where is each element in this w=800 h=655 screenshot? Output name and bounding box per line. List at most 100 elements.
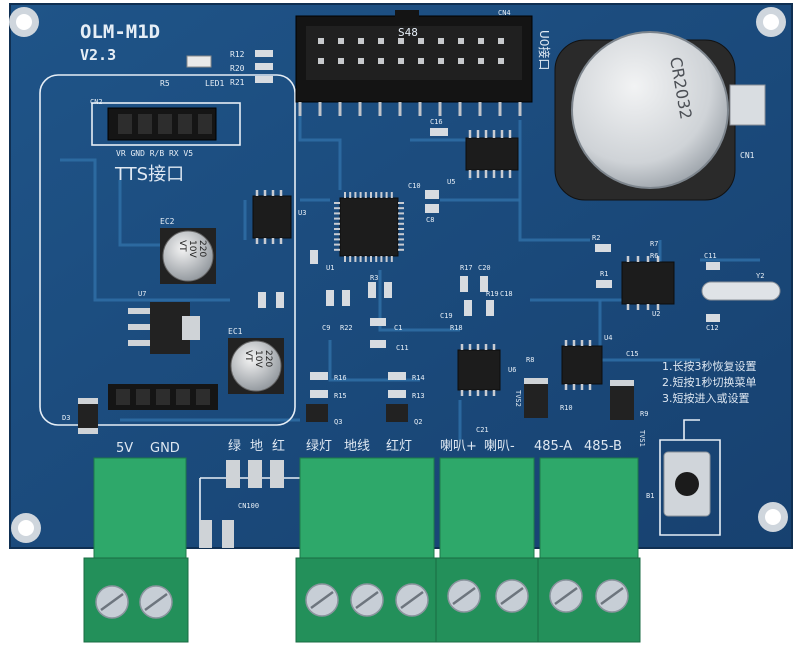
mcu-pin — [334, 243, 340, 246]
label-r14: R14 — [412, 374, 425, 382]
mcu-pin — [359, 192, 362, 198]
header-pin — [338, 38, 344, 44]
tvs-diodes — [524, 378, 634, 420]
label-r17: R17 — [460, 264, 473, 272]
tts-pins: VR GND R/B RX V5 — [116, 149, 193, 158]
label-cn100-green: 绿 — [228, 439, 241, 454]
label-r16: R16 — [334, 374, 347, 382]
label-c9: C9 — [322, 324, 330, 332]
mcu-pin — [364, 192, 367, 198]
mcu-pin — [398, 212, 404, 215]
label-r8: R8 — [526, 356, 534, 364]
mcu-pin — [398, 222, 404, 225]
mcu-pin — [390, 256, 393, 262]
header-pin — [378, 38, 384, 44]
label-red-light: 红灯 — [386, 438, 412, 454]
label-q3: Q3 — [334, 418, 342, 426]
chip-u3 — [252, 190, 292, 244]
regulator-u7 — [128, 302, 200, 354]
terminal-power[interactable] — [83, 457, 189, 643]
header-pin — [418, 38, 424, 44]
label-b1: B1 — [646, 492, 654, 500]
header-pin — [498, 38, 504, 44]
header-pin — [318, 38, 324, 44]
header-pin — [478, 38, 484, 44]
label-r18: R18 — [450, 324, 463, 332]
label-y2: Y2 — [756, 272, 764, 280]
label-cn100-red: 红 — [272, 438, 285, 454]
transistor-section — [306, 372, 408, 422]
mcu-pin — [334, 238, 340, 241]
silkscreen-outlines — [39, 74, 721, 548]
label-cn2: CN2 — [90, 98, 103, 106]
header-pin — [318, 58, 324, 64]
header-pin — [438, 58, 444, 64]
label-speaker-minus: 喇叭- — [484, 439, 515, 454]
label-r20: R20 — [230, 64, 245, 73]
label-ground-wire: 地线 — [344, 439, 370, 454]
label-r2: R2 — [592, 234, 600, 242]
label-gnd: GND — [150, 441, 180, 456]
label-c20: C20 — [478, 264, 491, 272]
header-pin — [458, 38, 464, 44]
board-version: V2.3 — [80, 46, 116, 64]
mcu-pin — [334, 233, 340, 236]
mcu-pin — [398, 243, 404, 246]
terminal-lights[interactable] — [295, 457, 439, 643]
mcu-pin — [398, 202, 404, 204]
label-u2: U2 — [652, 310, 660, 318]
label-r6: R6 — [650, 252, 658, 260]
mcu-pin — [398, 248, 404, 251]
label-485b: 485-B — [584, 439, 622, 454]
mcu-pin — [364, 256, 367, 262]
chip-u6 — [457, 344, 501, 396]
resistor-array-r12-r21 — [255, 50, 273, 83]
cn100-header — [200, 460, 284, 548]
label-green-light: 绿灯 — [306, 439, 332, 454]
instruction-2: 2.短按1秒切换菜单 — [662, 375, 757, 389]
mcu-pin — [349, 256, 352, 262]
battery-holder — [554, 31, 766, 201]
chip-u2 — [621, 256, 675, 310]
reset-button-b1[interactable] — [663, 451, 711, 517]
mcu-pin — [344, 192, 346, 198]
terminal-speaker[interactable] — [435, 457, 539, 643]
label-c1: C1 — [394, 324, 402, 332]
label-u7: U7 — [138, 290, 146, 298]
header-pin — [418, 58, 424, 64]
mcu-pin — [334, 228, 340, 230]
board-model: OLM-M1D — [80, 21, 160, 43]
mcu-pin — [390, 192, 393, 198]
mcu-pin — [385, 192, 388, 198]
mcu-pin — [398, 217, 404, 220]
mcu-pin — [398, 233, 404, 236]
header-pin — [498, 58, 504, 64]
terminal-rs485[interactable] — [537, 457, 641, 643]
label-485a: 485-A — [534, 439, 572, 454]
tts-label: TTS接口 — [114, 164, 184, 185]
mcu-pin — [398, 207, 404, 210]
label-c10: C10 — [408, 182, 421, 190]
label-ec2: EC2 — [160, 217, 175, 226]
header-pin — [358, 58, 364, 64]
label-r7: R7 — [650, 240, 658, 248]
instruction-3: 3.短按进入或设置 — [662, 391, 750, 405]
mcu-pin — [359, 256, 362, 262]
label-c11: C11 — [704, 252, 717, 260]
mcu-pin — [334, 217, 340, 220]
label-led1: LED1 — [205, 79, 224, 88]
label-r5: R5 — [160, 79, 170, 88]
copper-traces — [60, 90, 760, 440]
mcu-pin — [385, 256, 388, 262]
label-cn1: CN1 — [740, 151, 755, 160]
label-r19: R19 — [486, 290, 499, 298]
header-side-label: U0接口 — [537, 30, 552, 70]
label-u5: U5 — [447, 178, 455, 186]
mcu-pin — [334, 212, 340, 215]
chip-u1-mcu — [334, 192, 404, 262]
mcu-pin — [370, 256, 372, 262]
header-pin — [398, 58, 404, 64]
label-c16: C16 — [430, 118, 443, 126]
header-pin — [478, 58, 484, 64]
label-d3: D3 — [62, 414, 70, 422]
